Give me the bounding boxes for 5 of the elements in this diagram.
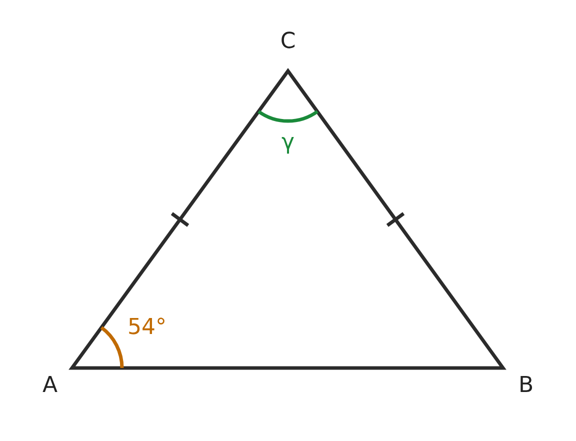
angle-measure: 54° (128, 317, 166, 339)
vertex-label: C (280, 31, 296, 53)
angle-label: γ (281, 132, 295, 154)
vertex-label: A (42, 375, 58, 397)
vertex-label: B (518, 375, 534, 397)
